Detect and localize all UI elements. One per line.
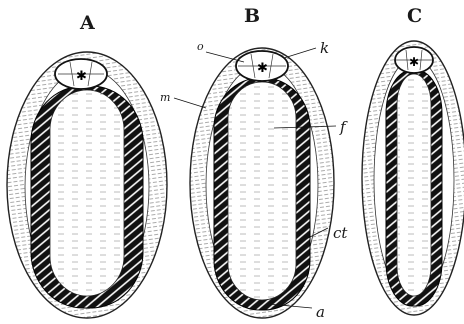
panel-c-nucleus-star-icon: ✱ — [409, 55, 419, 69]
panel-a-label: A — [79, 12, 95, 34]
panel-b-yolk-texture — [228, 82, 296, 300]
panel-a-nucleus-star-icon: ✱ — [76, 69, 87, 84]
callout-o: o — [197, 40, 204, 53]
panel-b: B ✱ o k m f ct a — [160, 5, 348, 321]
panel-b-label: B — [244, 5, 260, 27]
panel-c-label: C — [407, 5, 422, 27]
panel-b-nucleus-star-icon: ✱ — [257, 61, 268, 76]
panel-c-yolk-texture — [397, 74, 431, 296]
panel-c: C ✱ — [362, 5, 464, 315]
leader-k — [284, 48, 316, 58]
callout-a: a — [316, 303, 325, 321]
leader-m — [174, 98, 206, 108]
panel-a-yolk-texture — [50, 90, 124, 296]
callout-f: f — [339, 118, 348, 136]
callout-m: m — [160, 91, 170, 104]
callout-ct: ct — [333, 224, 348, 242]
panel-a: A ✱ — [7, 12, 167, 318]
callout-k: k — [320, 39, 329, 57]
